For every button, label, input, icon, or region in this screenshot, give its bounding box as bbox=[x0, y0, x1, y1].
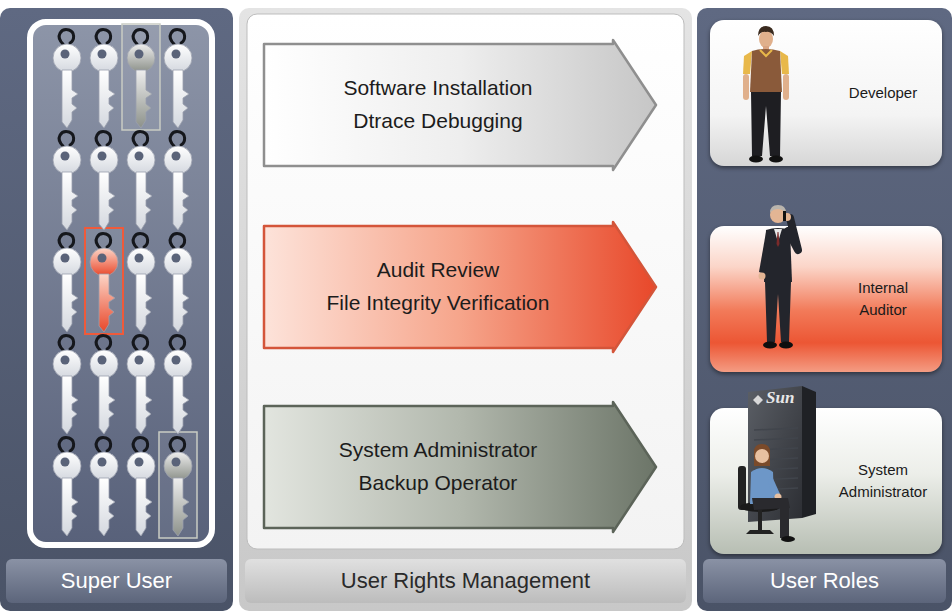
person-figure-part bbox=[758, 26, 774, 36]
server-tower-part bbox=[802, 386, 816, 518]
arrow-shape bbox=[264, 40, 656, 170]
key-grid-part bbox=[53, 438, 81, 536]
seated-person-part bbox=[738, 466, 746, 510]
panel-heading: Super User bbox=[61, 568, 172, 594]
key-highlight-frame bbox=[122, 24, 160, 130]
server-tower-part bbox=[753, 395, 763, 405]
vendor-logo-text: Sun bbox=[766, 388, 794, 408]
work-area bbox=[247, 14, 684, 549]
role-label-area: Internal Auditor bbox=[834, 230, 932, 368]
arrow-shape bbox=[264, 222, 656, 352]
key-grid-part bbox=[164, 234, 192, 332]
seated-person-part bbox=[755, 449, 769, 463]
person-figure-part bbox=[777, 232, 780, 247]
panel-title-band: User Roles bbox=[703, 559, 946, 603]
person-figure-part bbox=[751, 92, 781, 156]
arrow-outline bbox=[261, 220, 659, 354]
key-grid-part bbox=[90, 234, 118, 332]
key-grid-part bbox=[164, 438, 192, 536]
right-name: File Integrity Verification bbox=[327, 287, 550, 320]
arrow-text-area: System AdministratorBackup Operator bbox=[267, 408, 609, 526]
server-tower-part bbox=[748, 386, 802, 522]
seated-person-part bbox=[754, 444, 770, 466]
seated-person-part bbox=[780, 502, 789, 538]
person-figure-part bbox=[760, 50, 772, 56]
person-figure-part bbox=[765, 282, 791, 342]
panel-title-band: User Rights Management bbox=[245, 559, 686, 603]
role-box: System AdministratorSun bbox=[710, 408, 942, 554]
person-figure-part bbox=[749, 156, 763, 163]
person-figure-part bbox=[779, 342, 793, 349]
rights-arrow: Software InstallationDtrace Debugging bbox=[261, 38, 659, 172]
super-user-panel: Super User bbox=[0, 8, 233, 611]
role-label-area: Developer bbox=[834, 24, 932, 162]
person-figure-part bbox=[783, 211, 786, 221]
person-figure-part bbox=[759, 273, 766, 280]
key-grid-part bbox=[164, 336, 192, 434]
key-highlight-frame bbox=[159, 432, 197, 538]
role-name: System Administrator bbox=[834, 459, 932, 503]
right-name: System Administrator bbox=[339, 434, 537, 467]
key-grid-part bbox=[164, 30, 192, 128]
server-tower-part-part bbox=[754, 438, 798, 440]
arrow-text-area: Software InstallationDtrace Debugging bbox=[267, 46, 609, 164]
right-name: Backup Operator bbox=[359, 467, 518, 500]
key-grid-part bbox=[127, 30, 155, 128]
role-name: Internal Auditor bbox=[834, 277, 932, 321]
key-grid-part bbox=[127, 438, 155, 536]
person-figure-part bbox=[769, 156, 783, 163]
key-grid-part bbox=[164, 132, 192, 230]
role-box: Developer bbox=[710, 20, 942, 166]
role-label-area: System Administrator bbox=[834, 412, 932, 550]
key-grid bbox=[53, 30, 192, 536]
person-figure-part bbox=[788, 218, 798, 250]
seated-person-part bbox=[758, 510, 762, 530]
key-grid-part bbox=[90, 132, 118, 230]
key-grid-part bbox=[53, 132, 81, 230]
person-figure-part bbox=[750, 49, 782, 92]
right-name: Dtrace Debugging bbox=[353, 105, 522, 138]
arrow-outline bbox=[261, 38, 659, 172]
panel-heading: User Rights Management bbox=[341, 568, 590, 594]
person-figure-part bbox=[743, 51, 752, 74]
server-tower bbox=[748, 386, 816, 522]
panel-title-band: Super User bbox=[6, 559, 227, 603]
arrow-outline bbox=[261, 400, 659, 534]
role-name: Developer bbox=[849, 82, 917, 104]
key-highlight-frame bbox=[85, 228, 123, 334]
person-figure-part bbox=[783, 74, 789, 100]
rights-panel: User Rights Management Software Installat… bbox=[239, 8, 692, 611]
role-box: Internal Auditor bbox=[710, 226, 942, 372]
key-grid-part bbox=[90, 30, 118, 128]
person-figure bbox=[759, 205, 799, 349]
seated-person-part bbox=[746, 530, 774, 534]
arrow-text-area: Audit ReviewFile Integrity Verification bbox=[267, 228, 609, 346]
person-figure-part bbox=[780, 51, 789, 74]
key-grid-part bbox=[53, 234, 81, 332]
seated-person bbox=[738, 444, 795, 542]
key-grid-part bbox=[90, 438, 118, 536]
keys-illustration bbox=[0, 8, 233, 611]
person-figure-part bbox=[759, 232, 771, 274]
arrow-shape bbox=[264, 402, 656, 532]
key-grid-part bbox=[53, 336, 81, 434]
panel-heading: User Roles bbox=[770, 568, 879, 594]
right-name: Audit Review bbox=[377, 254, 500, 287]
rights-arrow: Audit ReviewFile Integrity Verification bbox=[261, 220, 659, 354]
key-board bbox=[30, 22, 212, 545]
key-grid-part bbox=[127, 132, 155, 230]
person-figure bbox=[743, 26, 789, 163]
person-figure-part bbox=[743, 74, 749, 100]
key-grid-part bbox=[127, 336, 155, 434]
key-grid-part bbox=[127, 234, 155, 332]
right-name: Software Installation bbox=[343, 72, 532, 105]
user-roles-panel: User Roles Developer bbox=[697, 8, 952, 611]
key-grid-part bbox=[90, 336, 118, 434]
seated-person-part bbox=[781, 536, 795, 542]
person-figure-part bbox=[763, 342, 777, 349]
rights-arrow: System AdministratorBackup Operator bbox=[261, 400, 659, 534]
key-grid-part bbox=[53, 30, 81, 128]
server-tower-part-part bbox=[754, 428, 798, 430]
